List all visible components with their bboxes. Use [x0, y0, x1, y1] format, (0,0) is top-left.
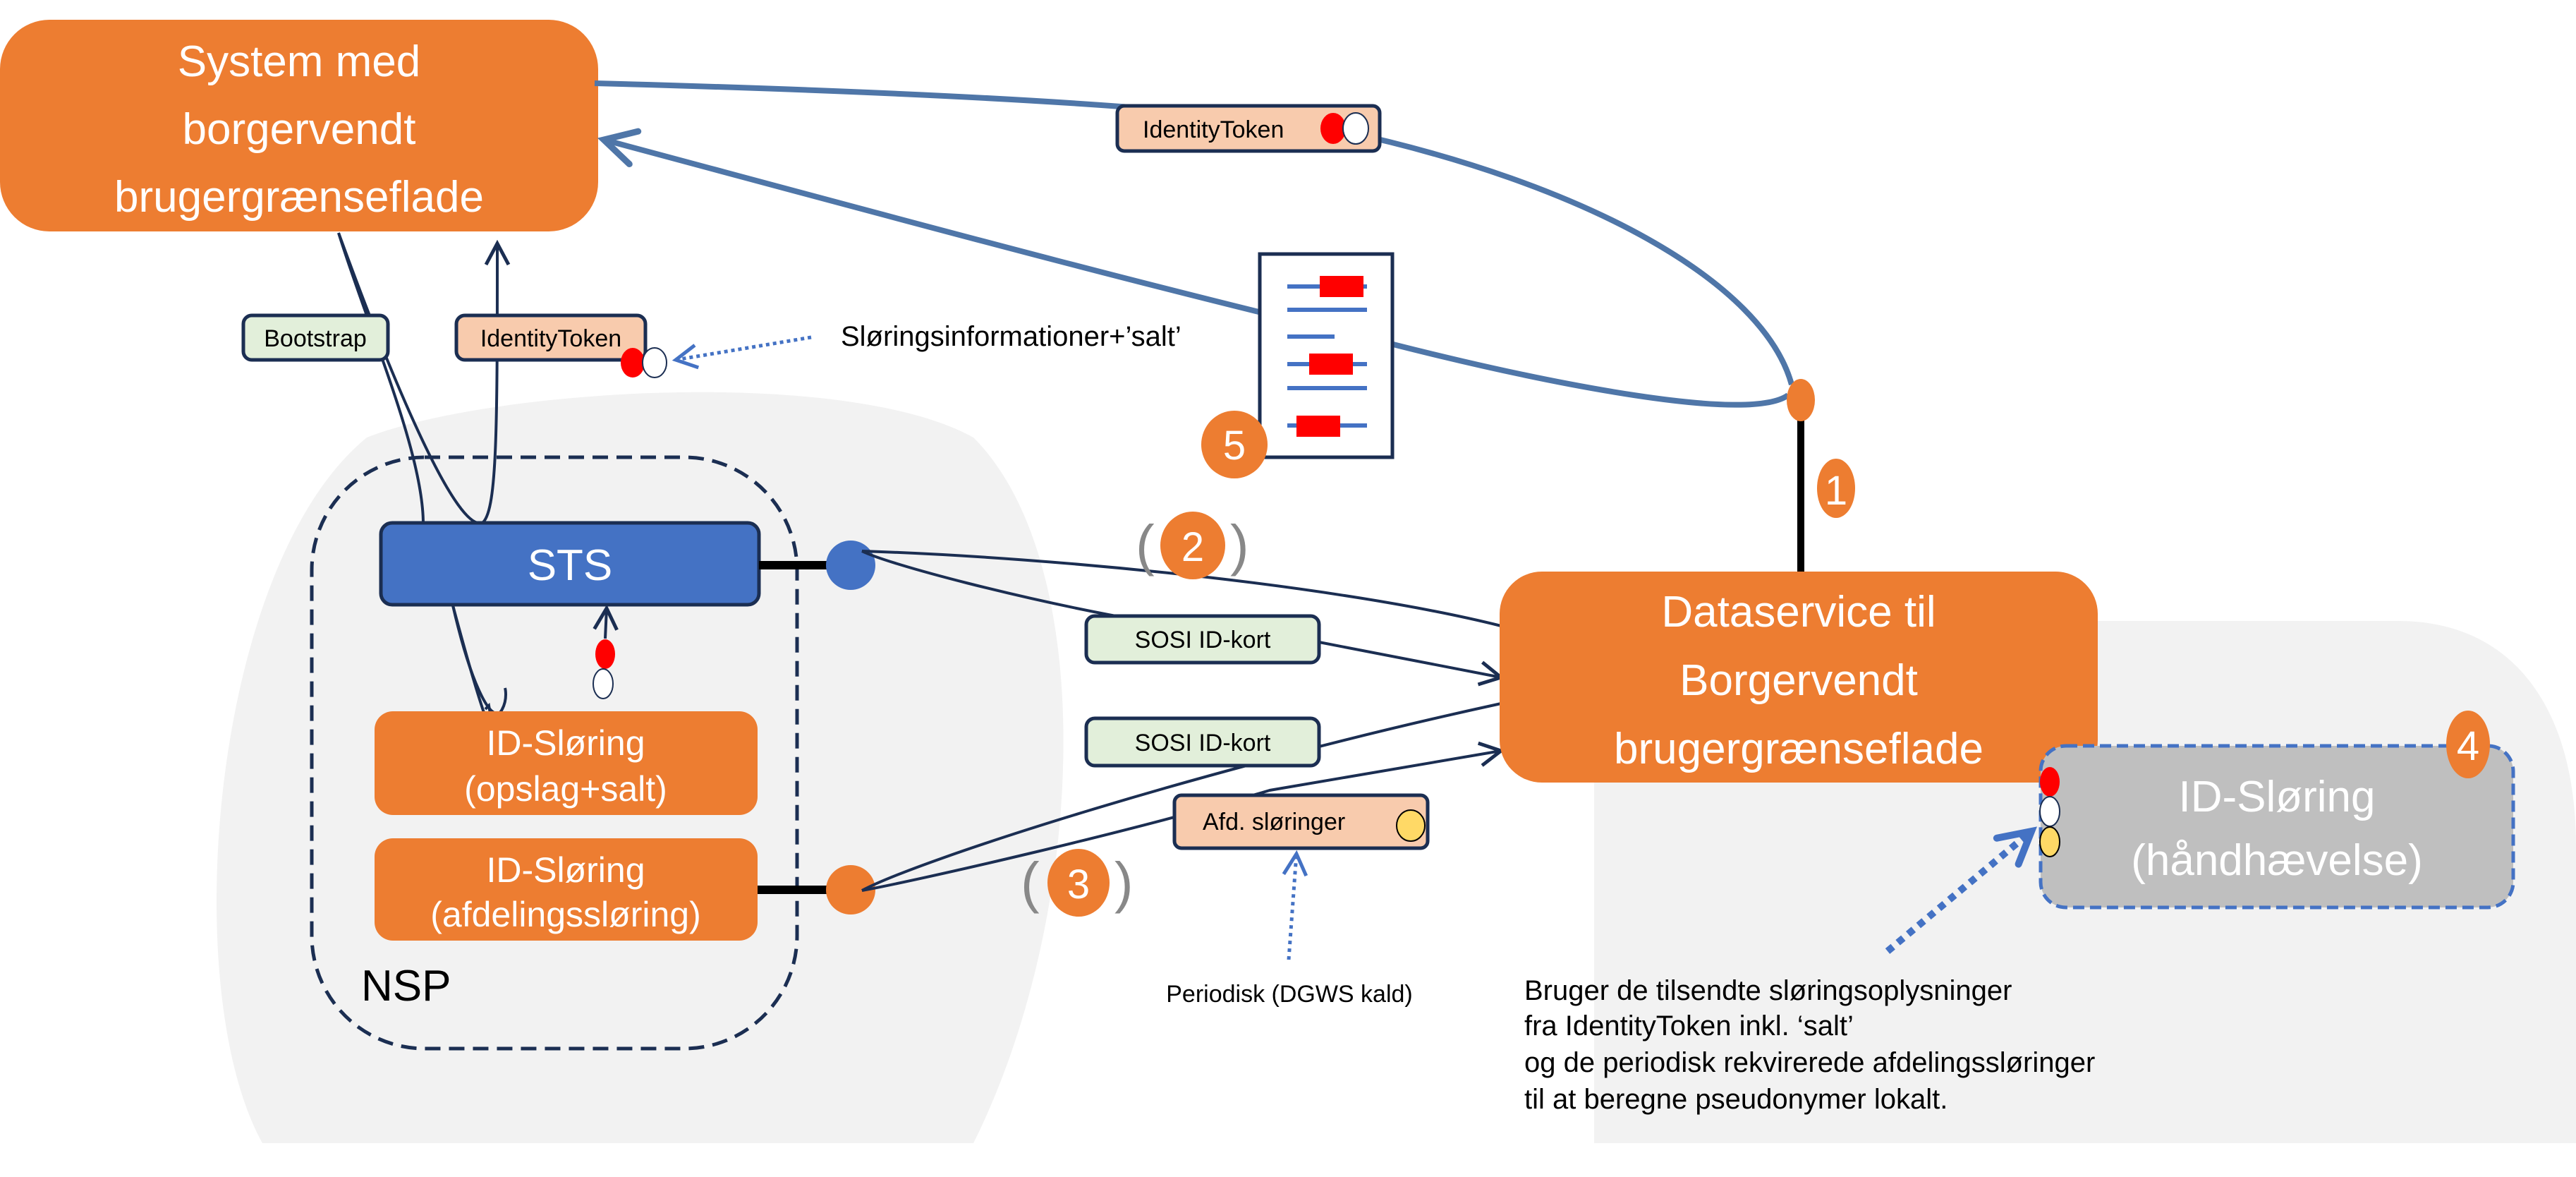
message-bootstrap: Bootstrap	[241, 313, 390, 362]
svg-text:4: 4	[2457, 723, 2479, 769]
message-identity-token-top: IdentityToken	[1115, 104, 1382, 153]
connector-identity-token-to-citizen	[482, 239, 511, 524]
department-port[interactable]	[826, 865, 875, 915]
id-obfuscation-enforcement-line-2: (håndhævelse)	[2131, 836, 2423, 885]
enforcement-white-dot	[2039, 796, 2060, 827]
salt-red-dot	[595, 639, 615, 669]
redaction-block	[1320, 276, 1363, 297]
id-obfuscation-department-line-1: ID-Sløring	[486, 850, 645, 890]
annotation-arrow-explanation	[1885, 831, 2031, 954]
id-obfuscation-department-node[interactable]: ID-Sløring (afdelingssløring)	[375, 838, 758, 941]
message-department-obfuscations-label: Afd. sløringer	[1203, 809, 1345, 835]
id-obfuscation-department-line-2: (afdelingssløring)	[430, 895, 700, 934]
connector-salt-to-sts	[593, 604, 619, 639]
explanation-line-4: til at beregne pseudonymer lokalt.	[1524, 1084, 1948, 1115]
connector-department-to-dataservice-upper	[861, 702, 1502, 892]
step-marker-2: ( 2 )	[1136, 512, 1249, 579]
nsp-label: NSP	[361, 962, 451, 1010]
message-sosi-id-card-1-label: SOSI ID-kort	[1135, 627, 1271, 653]
svg-text:): )	[1114, 851, 1134, 914]
dataservice-node[interactable]: Dataservice til Borgervendt brugergrænse…	[1500, 572, 2098, 783]
annotation-explanation: Bruger de tilsendte sløringsoplysninger …	[1524, 975, 2095, 1115]
annotation-arrow-periodic	[1282, 850, 1308, 960]
token-white-dot	[642, 347, 667, 378]
message-sosi-id-card-2: SOSI ID-kort	[1084, 716, 1321, 768]
id-obfuscation-lookup-node[interactable]: ID-Sløring (opslag+salt)	[375, 711, 758, 815]
redaction-block	[1309, 354, 1353, 375]
dataservice-top-port[interactable]	[1787, 379, 1815, 421]
dataservice-line-3: brugergrænseflade	[1614, 725, 1983, 773]
nsp-container	[310, 455, 799, 1051]
annotation-arrow-obfuscation-info	[672, 335, 812, 370]
explanation-line-3: og de periodisk rekvirerede afdelingsslø…	[1524, 1047, 2095, 1078]
enforcement-yellow-dot	[2039, 826, 2060, 857]
dataservice-line-2: Borgervendt	[1679, 656, 1918, 705]
connector-bootstrap-sts	[337, 232, 484, 525]
message-identity-token-sts-label: IdentityToken	[480, 325, 621, 352]
message-identity-token-top-label: IdentityToken	[1143, 116, 1284, 143]
token-red-dot	[621, 348, 645, 378]
sts-label: STS	[528, 541, 613, 590]
citizen-system-line-3: brugergrænseflade	[114, 173, 484, 222]
step-marker-1: 1	[1817, 459, 1855, 518]
step-marker-3: ( 3 )	[1021, 849, 1134, 917]
id-obfuscation-lookup-line-2: (opslag+salt)	[464, 769, 667, 809]
department-yellow-dot	[1396, 809, 1426, 842]
message-sosi-id-card-2-label: SOSI ID-kort	[1135, 730, 1271, 756]
id-obfuscation-lookup-line-1: ID-Sløring	[486, 723, 645, 763]
salt-white-dot	[593, 668, 614, 699]
svg-text:(: (	[1021, 851, 1040, 914]
annotation-obfuscation-info: Sløringsinformationer+’salt’	[841, 321, 1181, 352]
connector-bootstrap	[337, 232, 425, 525]
svg-text:3: 3	[1067, 862, 1090, 907]
explanation-line-1: Bruger de tilsendte sløringsoplysninger	[1524, 975, 2012, 1006]
svg-text:2: 2	[1181, 524, 1204, 570]
message-bootstrap-label: Bootstrap	[264, 325, 367, 352]
dataservice-line-1: Dataservice til	[1661, 588, 1936, 636]
message-sosi-id-card-1: SOSI ID-kort	[1084, 614, 1321, 665]
explanation-line-2: fra IdentityToken inkl. ‘salt’	[1524, 1010, 1854, 1042]
citizen-system-line-2: borgervendt	[183, 105, 416, 154]
redaction-block	[1296, 416, 1340, 437]
citizen-system-line-1: System med	[178, 37, 421, 86]
message-department-obfuscations: Afd. sløringer	[1172, 793, 1430, 850]
obfuscated-document-icon	[1258, 252, 1395, 459]
id-obfuscation-enforcement-line-1: ID-Sløring	[2178, 773, 2375, 821]
message-identity-token-sts: IdentityToken	[454, 313, 667, 378]
svg-text:5: 5	[1223, 423, 1246, 469]
svg-text:1: 1	[1825, 468, 1847, 514]
svg-text:(: (	[1136, 514, 1155, 577]
sts-node[interactable]: STS	[379, 521, 761, 607]
step-marker-4: 4	[2446, 711, 2490, 778]
token-white-dot	[1342, 112, 1369, 145]
annotation-periodic: Periodisk (DGWS kald)	[1166, 981, 1413, 1008]
sts-port[interactable]	[826, 541, 875, 590]
svg-text:): )	[1230, 514, 1249, 577]
token-red-dot	[1320, 113, 1346, 144]
citizen-system-node[interactable]: System med borgervendt brugergrænseflade	[0, 20, 598, 231]
step-marker-5: 5	[1201, 411, 1268, 478]
enforcement-red-dot	[2040, 767, 2060, 797]
connector-dataservice-to-citizen	[597, 128, 1790, 408]
id-obfuscation-enforcement-node[interactable]: ID-Sløring (håndhævelse)	[2039, 744, 2515, 910]
